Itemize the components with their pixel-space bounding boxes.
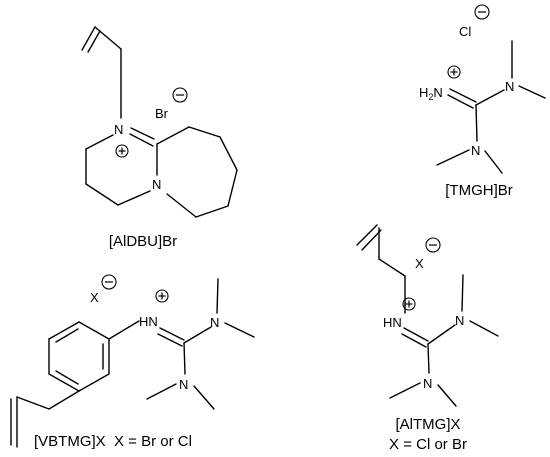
altmg-counter-ion: X: [415, 256, 424, 271]
vbtmg-caption: [VBTMG]X X = Br or Cl: [34, 433, 192, 450]
vbtmg-n-bottom: N: [179, 377, 188, 392]
altmg-caption-line2: X = Cl or Br: [389, 436, 467, 453]
aldbu-negative-charge: [172, 87, 188, 103]
altmg-positive-charge: [402, 297, 416, 311]
aldbu-structure: N N Br [AlDBU]Br: [81, 26, 238, 250]
aldbu-n-ring: N: [152, 177, 161, 192]
tmgh-h2n: H2N: [419, 85, 443, 102]
tmgh-caption: [TMGH]Br: [445, 182, 513, 199]
altmg-n-right: N: [455, 313, 464, 328]
vbtmg-counter-ion: X: [90, 290, 99, 305]
altmg-n-bottom: N: [423, 376, 432, 391]
tmgh-positive-charge: [447, 65, 461, 79]
altmg-negative-charge: [425, 237, 441, 253]
vbtmg-positive-charge: [155, 289, 169, 303]
aldbu-caption: [AlDBU]Br: [109, 233, 177, 250]
altmg-hn: HN: [383, 315, 402, 330]
vbtmg-structure: X HN N: [10, 274, 255, 450]
aldbu-n-plus: N: [114, 122, 123, 137]
tmgh-negative-charge: [474, 4, 490, 20]
altmg-caption-line1: [AlTMG]X: [395, 416, 460, 433]
tmgh-n-bottom: N: [471, 143, 480, 158]
tmgh-n-right: N: [505, 79, 514, 94]
tmgh-structure: Cl H2N N N [TMGH]Br: [419, 4, 546, 199]
tmgh-counter-ion: Cl: [459, 24, 471, 39]
altmg-structure: X HN N N [AlTMG]X X = Cl or Br: [356, 224, 499, 453]
aldbu-counter-ion: Br: [155, 106, 169, 121]
vbtmg-n-right: N: [210, 315, 219, 330]
aldbu-positive-charge: [115, 144, 129, 158]
vbtmg-hn: HN: [139, 314, 158, 329]
vbtmg-negative-charge: [101, 274, 117, 290]
